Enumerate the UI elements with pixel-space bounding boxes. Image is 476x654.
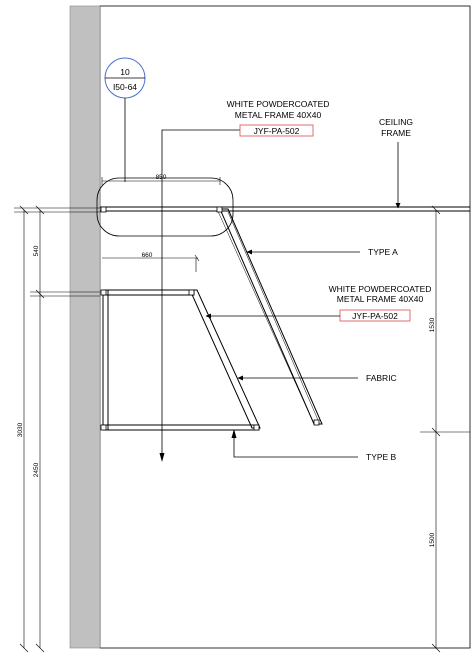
fixing-highlight — [96, 177, 234, 237]
right-dimension-chain — [420, 205, 470, 653]
ceiling-frame-line — [100, 206, 470, 212]
type-b-leader — [231, 429, 358, 458]
type-b-frame — [102, 289, 261, 431]
callout-number: 10 — [120, 67, 130, 77]
corner-markers — [100, 206, 320, 431]
frame-top-label-line2: METAL FRAME 40X40 — [235, 110, 322, 120]
dim-1530-label: 1530 — [429, 317, 436, 332]
dim-2450-label: 2450 — [33, 462, 40, 477]
ceiling-label-line2: FRAME — [381, 128, 411, 138]
callout-sheet: I50-64 — [113, 82, 137, 92]
dim-3030-label: 3030 — [17, 422, 24, 437]
wall — [69, 5, 101, 649]
dim-1500-label: 1500 — [429, 532, 436, 547]
frame-top-label-line1: WHITE POWDERCOATED — [227, 99, 330, 109]
dim-540-label: 540 — [33, 245, 40, 256]
left-dimension-chain — [14, 205, 100, 653]
fabric-label: FABRIC — [366, 373, 397, 383]
dim-660 — [102, 254, 200, 272]
type-a-frame — [216, 208, 323, 425]
frame-mid-label-line2: METAL FRAME 40X40 — [337, 294, 424, 304]
frame-mid-code-box — [339, 309, 411, 322]
type-b-label: TYPE B — [366, 452, 397, 462]
dim-850-label: 850 — [156, 174, 167, 181]
frame-mid-label-line1: WHITE POWDERCOATED — [329, 284, 432, 294]
ceiling-label-line1: CEILING — [379, 117, 413, 127]
dim-660-label: 660 — [142, 252, 153, 259]
frame-top-code: JYF-PA-502 — [254, 126, 300, 136]
dim-850 — [101, 177, 221, 185]
frame-mid-code: JYF-PA-502 — [352, 311, 398, 321]
section-callout: 10 I50-64 — [104, 57, 146, 182]
frame-top-leader — [159, 129, 240, 462]
frame-top-code-box — [239, 124, 314, 137]
type-a-label: TYPE A — [368, 247, 398, 257]
